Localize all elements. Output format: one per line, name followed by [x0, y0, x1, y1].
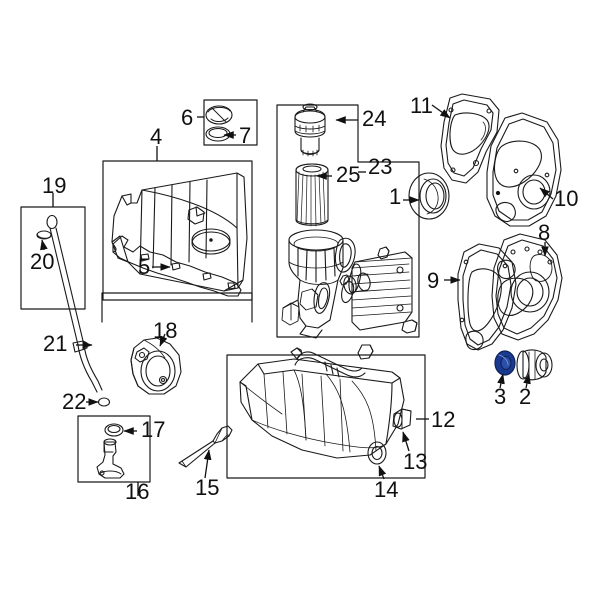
part-24-oil-filter-cap [294, 103, 326, 157]
part-25-oil-filter-element [295, 163, 329, 227]
part-13-oil-pan-fitting [392, 408, 412, 430]
callout-18[interactable]: 18 [153, 318, 178, 343]
part-12-oil-pan [239, 358, 405, 459]
callout-1[interactable]: 1 [389, 184, 402, 209]
callout-4[interactable]: 4 [150, 124, 163, 149]
part-11-cover-plate-gasket [440, 93, 500, 184]
callout-3[interactable]: 3 [494, 384, 507, 409]
oil-filter-housing [281, 229, 344, 339]
callout-16[interactable]: 16 [125, 479, 150, 504]
part-7-oil-filler-cap-seal [205, 126, 231, 142]
oil-cap-group-box [203, 99, 258, 146]
callout-22[interactable]: 22 [62, 389, 87, 414]
callout-15[interactable]: 15 [195, 475, 220, 500]
callout-20[interactable]: 20 [30, 249, 55, 274]
part-15-sealant-tube [178, 425, 233, 468]
callout-2[interactable]: 2 [519, 384, 532, 409]
sensor-group-box [77, 415, 151, 483]
part-18-oil-pump [130, 337, 182, 395]
part-10-timing-cover-front [486, 112, 562, 227]
oil-pan-group-box [226, 354, 426, 479]
leader-lines [40, 104, 554, 496]
part-2-camshaft-position-sensor [516, 349, 553, 381]
part-14-drain-plug-gasket [367, 441, 387, 465]
part-8-timing-cover-rear [491, 233, 563, 341]
callout-6[interactable]: 6 [181, 105, 194, 130]
part-20-dipstick-seal [36, 230, 52, 240]
callout-25[interactable]: 25 [336, 162, 361, 187]
callout-8[interactable]: 8 [538, 220, 551, 245]
part-1-crankshaft-front-seal [408, 172, 450, 220]
cooler-small-seals [341, 272, 371, 304]
part-5-valve-cover-gasket [112, 235, 242, 297]
part-4-valve-cover [111, 172, 248, 292]
part-6-oil-filler-cap [205, 105, 233, 125]
callout-12[interactable]: 12 [431, 407, 456, 432]
callout-21[interactable]: 21 [43, 331, 68, 356]
callout-11[interactable]: 11 [410, 93, 433, 118]
water-pump-group-box-partial [101, 292, 253, 323]
cam-cover-group-box [102, 160, 253, 301]
callout-19[interactable]: 19 [42, 173, 67, 198]
part-19-dipstick [46, 214, 103, 393]
callout-13[interactable]: 13 [403, 449, 428, 474]
part-16-oil-pressure-sensor [96, 438, 125, 479]
oil-filter-cooler-group-box [276, 104, 420, 338]
callout-24[interactable]: 24 [362, 106, 387, 131]
callout-5[interactable]: 5 [138, 254, 151, 279]
part-3-camshaft-seal-ring [494, 350, 516, 376]
part-17-sensor-seal [104, 423, 124, 437]
callout-14[interactable]: 14 [374, 477, 399, 502]
cooler-gaskets [313, 237, 362, 314]
part-9-timing-cover-gasket [457, 243, 517, 351]
callout-23[interactable]: 23 [368, 154, 393, 179]
callout-9[interactable]: 9 [427, 268, 440, 293]
oil-cooler-block [351, 246, 418, 334]
callout-10[interactable]: 10 [554, 186, 579, 211]
callout-7[interactable]: 7 [239, 123, 252, 148]
oil-cooler-hose [290, 344, 374, 378]
callout-17[interactable]: 17 [141, 417, 166, 442]
group-box-frames [20, 99, 426, 483]
part-22-tube-seal [97, 397, 111, 407]
